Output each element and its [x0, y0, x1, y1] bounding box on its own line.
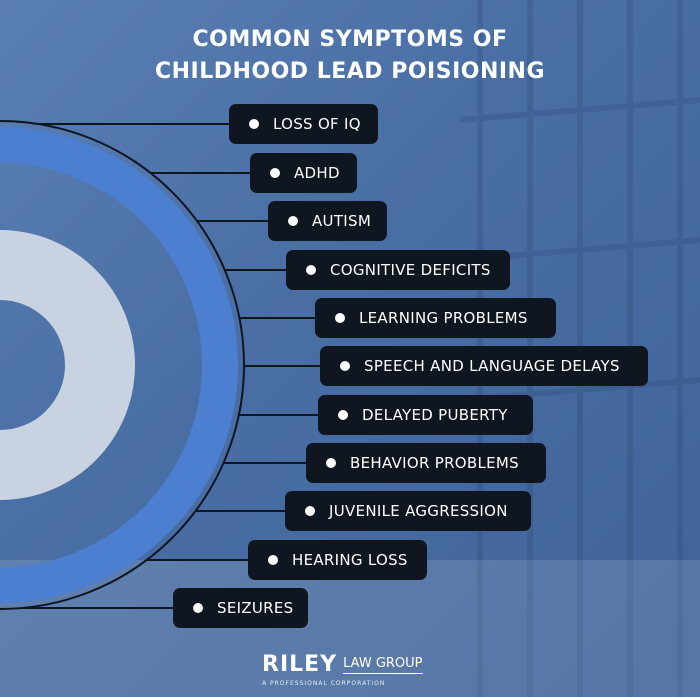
bullet-icon: [193, 603, 203, 613]
symptom-label: COGNITIVE DEFICITS: [330, 261, 491, 279]
page-title: COMMON SYMPTOMS OF CHILDHOOD LEAD POISIO…: [0, 24, 700, 88]
symptom-label: BEHAVIOR PROBLEMS: [350, 454, 519, 472]
bullet-icon: [288, 216, 298, 226]
bullet-icon: [305, 506, 315, 516]
symptom-label: LEARNING PROBLEMS: [359, 309, 528, 327]
symptom-adhd: ADHD: [250, 153, 357, 193]
riley-law-group-logo: RILEY LAW GROUP A PROFESSIONAL CORPORATIO…: [262, 652, 423, 687]
inner-light-ring: [0, 230, 135, 500]
logo-name: RILEY: [262, 652, 338, 677]
symptom-label: SEIZURES: [217, 599, 294, 617]
symptom-delayed-puberty: DELAYED PUBERTY: [318, 395, 533, 435]
bullet-icon: [335, 313, 345, 323]
logo-tagline: A PROFESSIONAL CORPORATION: [262, 680, 386, 687]
symptom-label: HEARING LOSS: [292, 551, 408, 569]
bullet-icon: [326, 458, 336, 468]
symptom-label: AUTISM: [312, 212, 372, 230]
symptom-juvenile-aggression: JUVENILE AGGRESSION: [285, 491, 531, 531]
bullet-icon: [306, 265, 316, 275]
symptom-autism: AUTISM: [268, 201, 387, 241]
symptom-behavior-problems: BEHAVIOR PROBLEMS: [306, 443, 546, 483]
black-arc: [0, 120, 245, 610]
bullet-icon: [270, 168, 280, 178]
title-line-2: CHILDHOOD LEAD POISIONING: [154, 59, 546, 84]
bullet-icon: [338, 410, 348, 420]
bullet-icon: [249, 119, 259, 129]
symptom-speech-language-delays: SPEECH AND LANGUAGE DELAYS: [320, 346, 648, 386]
symptom-label: LOSS OF IQ: [273, 115, 361, 133]
symptom-label: SPEECH AND LANGUAGE DELAYS: [364, 357, 620, 375]
symptom-label: DELAYED PUBERTY: [362, 406, 508, 424]
symptom-label: JUVENILE AGGRESSION: [329, 502, 508, 520]
title-line-1: COMMON SYMPTOMS OF: [192, 27, 508, 52]
symptom-loss-of-iq: LOSS OF IQ: [229, 104, 378, 144]
symptom-cognitive-deficits: COGNITIVE DEFICITS: [286, 250, 510, 290]
symptom-learning-problems: LEARNING PROBLEMS: [315, 298, 556, 338]
outer-blue-ring: [0, 127, 238, 603]
symptom-seizures: SEIZURES: [173, 588, 308, 628]
symptom-label: ADHD: [294, 164, 340, 182]
symptom-hearing-loss: HEARING LOSS: [248, 540, 427, 580]
bullet-icon: [340, 361, 350, 371]
logo-suffix: LAW GROUP: [343, 656, 423, 674]
bullet-icon: [268, 555, 278, 565]
